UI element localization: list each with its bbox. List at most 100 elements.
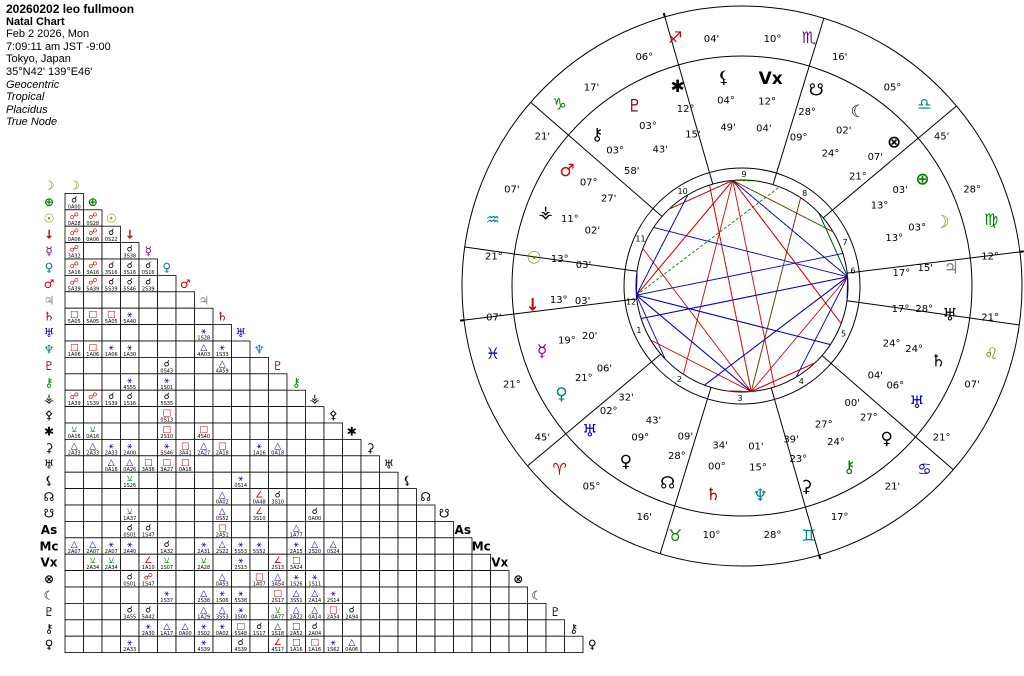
planet-minute: 43' [646, 415, 661, 426]
zodiac-sign-glyph: ♑ [552, 95, 566, 114]
zodiac-sign-glyph: ♊ [802, 526, 816, 545]
planet-degree: 00° [708, 461, 726, 472]
grid-aspect-orb: 5A05 [86, 319, 99, 325]
grid-aspect-symbol: ⚹ [201, 327, 207, 337]
grid-aspect-orb: 2A31 [197, 549, 210, 555]
grid-aspect-symbol: □ [162, 425, 171, 435]
grid-aspect-symbol: △ [71, 441, 78, 451]
grid-aspect-orb: 0A16 [68, 434, 81, 440]
grid-row-glyph: ↓ [44, 228, 54, 242]
grid-aspect-symbol: □ [88, 343, 97, 353]
planet-minute: 13° [871, 200, 889, 211]
grid-aspect-symbol: ☍ [88, 277, 97, 287]
planet-degree: 27° [860, 412, 878, 423]
grid-aspect-orb: 3A32 [68, 254, 81, 260]
grid-aspect-symbol: □ [292, 622, 301, 632]
planet-glyph: ⊕ [915, 170, 929, 190]
aspect-line [750, 276, 848, 392]
grid-aspect-symbol: ⚹ [164, 441, 170, 451]
zodiac-degree: 21° [933, 432, 951, 443]
grid-row-glyph: ☿ [45, 244, 52, 258]
grid-aspect-orb: 5S46 [160, 450, 173, 456]
planet-minute: 04' [756, 124, 771, 135]
planet-minute: 03' [575, 296, 590, 307]
grid-aspect-orb: 4A59 [216, 368, 229, 374]
grid-aspect-orb: 1A06 [105, 352, 118, 358]
planet-glyph: ♂ [559, 161, 574, 181]
aspect-line [636, 294, 752, 392]
grid-aspect-orb: 3S10 [271, 500, 284, 506]
grid-aspect-orb: 1S11 [308, 582, 321, 588]
aspect-line [732, 179, 757, 182]
grid-aspect-orb: 0S01 [123, 582, 136, 588]
grid-row-glyph: ☉ [44, 211, 55, 225]
chart-time: 7:09:11 am JST -9:00 [6, 40, 111, 53]
grid-aspect-symbol: ☍ [70, 245, 79, 255]
grid-diagonal-glyph: ☾ [531, 589, 542, 603]
aspect-line [732, 180, 842, 324]
grid-aspect-orb: 5S46 [123, 286, 136, 292]
planet-glyph: ♅ [582, 422, 597, 442]
zodiac-minute: 04' [704, 34, 719, 45]
grid-row-glyph: ♇ [44, 359, 55, 373]
planet-degree: 03° [639, 121, 657, 132]
planet-glyph: ♇ [627, 96, 642, 116]
aspect-line [704, 276, 848, 386]
grid-aspect-symbol: ⚺ [201, 556, 207, 566]
grid-aspect-orb: 3S10 [253, 516, 266, 522]
grid-aspect-symbol: □ [329, 605, 338, 615]
grid-aspect-symbol: ⚹ [127, 343, 133, 353]
grid-aspect-symbol: △ [274, 573, 281, 583]
zodiac-degree: 17° [831, 512, 849, 523]
grid-diagonal-glyph: ⚴ [329, 408, 338, 422]
grid-row-glyph: ⚴ [45, 408, 54, 422]
planet-minute: 00' [845, 398, 860, 409]
grid-aspect-orb: 0S16 [142, 270, 155, 276]
planet-degree: 13° [550, 295, 568, 306]
planet-glyph: ♃ [944, 259, 959, 279]
house-number: 2 [677, 375, 682, 384]
grid-aspect-orb: 3S16 [105, 270, 118, 276]
grid-aspect-symbol: ⚹ [201, 540, 207, 550]
grid-aspect-symbol: □ [181, 458, 190, 468]
grid-aspect-symbol: ☌ [108, 392, 114, 402]
grid-aspect-orb: 1S01 [160, 385, 173, 391]
grid-aspect-orb: 5A39 [86, 286, 99, 292]
grid-aspect-symbol: ⚹ [109, 441, 115, 451]
grid-aspect-orb: 4S55 [123, 385, 136, 391]
grid-aspect-symbol: ⚹ [127, 376, 133, 386]
grid-aspect-symbol: ⚺ [127, 474, 133, 484]
grid-row-glyph: ♃ [44, 293, 55, 307]
grid-row-glyph: ♇ [44, 605, 55, 619]
house-cusp-line [822, 105, 957, 219]
aspect-line [727, 390, 752, 393]
grid-aspect-orb: 5S35 [160, 401, 173, 407]
grid-row-glyph: ⊕ [44, 195, 54, 209]
grid-aspect-symbol: ⚹ [220, 622, 226, 632]
grid-aspect-orb: 2S13 [271, 565, 284, 571]
grid-diagonal-glyph: ♇ [272, 359, 283, 373]
grid-aspect-symbol: ☌ [349, 605, 355, 615]
grid-diagonal-glyph: ☿ [145, 244, 152, 258]
grid-aspect-symbol: △ [311, 605, 318, 615]
house-cusp-line [770, 387, 820, 556]
grid-aspect-orb: 2S39 [142, 286, 155, 292]
house-number: 4 [799, 377, 804, 386]
grid-aspect-symbol: ⚹ [238, 474, 244, 484]
aspect-grid: ☽☽⊕⊕☉☉↓↓☿☿♀♀♂♂♃♃♄♄♅♅♆♆♇♇⚷⚷⚶⚶⚴⚴✱✱⚳⚳♅♅⚸⚸☊☊… [39, 179, 596, 654]
grid-aspect-symbol: △ [89, 441, 96, 451]
zodiac-degree: 21' [535, 132, 550, 143]
grid-diagonal-glyph: ♂ [180, 277, 191, 291]
grid-aspect-symbol: ⚹ [164, 376, 170, 386]
grid-diagonal-glyph: ⚳ [366, 441, 375, 455]
grid-aspect-orb: 2A07 [68, 549, 81, 555]
grid-aspect-orb: 5S38 [234, 598, 247, 604]
planet-minute: 24° [883, 339, 901, 350]
aspect-line [732, 180, 848, 278]
grid-aspect-orb: 2A07 [105, 549, 118, 555]
planet-glyph: ♄ [931, 351, 946, 371]
zodiac-degree: 28° [963, 184, 981, 195]
grid-aspect-orb: 1A16 [308, 647, 321, 653]
grid-aspect-symbol: ☌ [108, 228, 114, 238]
zodiac-minute: 45' [535, 432, 550, 443]
